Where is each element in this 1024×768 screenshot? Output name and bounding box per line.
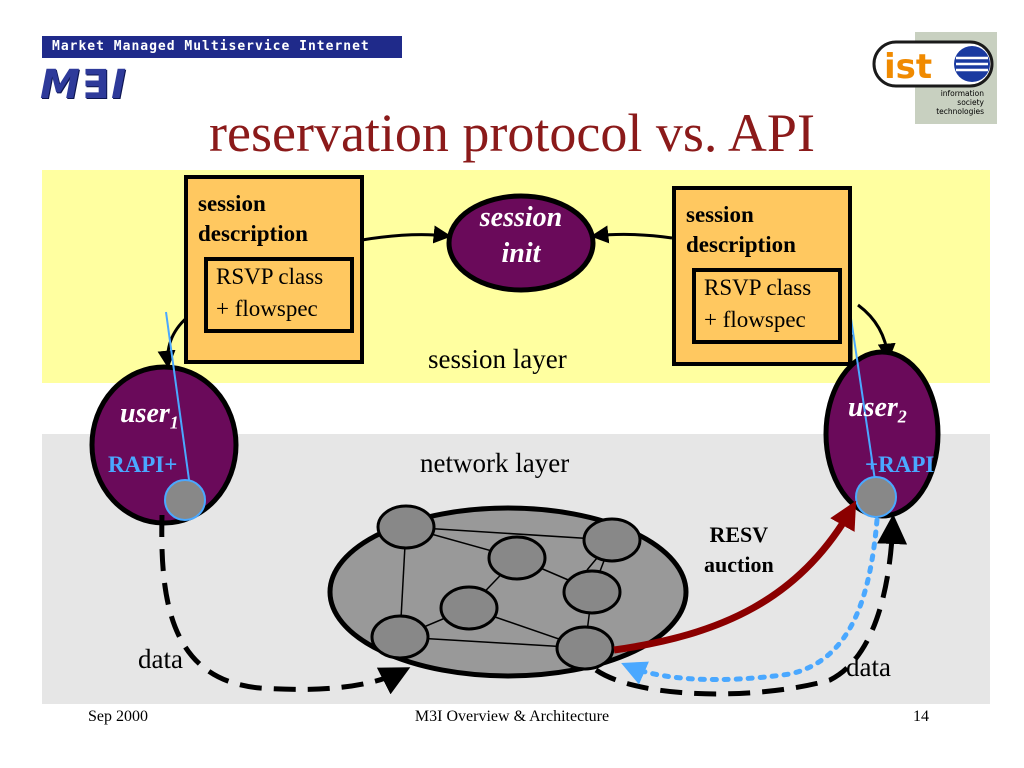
resv-auction-arrow	[613, 500, 857, 654]
doc-left-inner-line-2: + flowspec	[216, 296, 318, 321]
user1-name: user	[120, 398, 170, 429]
network-layer-label: network layer	[420, 448, 570, 478]
doc-left-title: session description	[198, 189, 308, 249]
globe-stripes	[956, 56, 988, 72]
user2-label: user2	[848, 392, 907, 428]
user1-sub: 1	[169, 412, 179, 433]
session-init-line-1: session	[479, 202, 563, 233]
data-label-left: data	[138, 644, 183, 674]
session-description-right: session description RSVP class + flowspe…	[672, 186, 852, 366]
data-label-right: data	[846, 652, 891, 682]
user2-name: user	[848, 392, 898, 423]
rapi-node-left	[164, 479, 206, 521]
session-init-line-2: init	[501, 238, 541, 269]
doc-left-inner-line-1: RSVP class	[216, 264, 324, 289]
m3i-banner: Market Managed Multiservice Internet	[42, 36, 402, 58]
session-description-left: session description RSVP class + flowspe…	[184, 175, 364, 364]
resv-label-line-2: auction	[704, 552, 774, 577]
doc-right-title-line-1: session	[686, 202, 754, 227]
rapi-line-left	[165, 311, 191, 488]
doc-left-title-line-2: description	[198, 221, 308, 246]
ist-logo: ist information society technologies	[872, 32, 997, 124]
session-init-label: session init	[449, 200, 593, 272]
ist-logo-text: ist	[884, 47, 932, 87]
m3i-logo: M∃I	[40, 62, 129, 108]
user1-label: user1	[120, 398, 179, 434]
resv-auction-label: RESV auction	[704, 520, 774, 580]
ist-caption-3: technologies	[936, 107, 984, 116]
ist-caption-2: society	[957, 98, 984, 107]
data-flow-right	[594, 514, 908, 697]
rapi-label-left: RAPI+	[108, 452, 178, 477]
doc-right-inner-line-2: + flowspec	[704, 307, 806, 332]
footer-page-number: 14	[913, 708, 929, 725]
user1-ellipse	[89, 364, 239, 526]
ist-caption-1: information	[941, 89, 985, 98]
session-layer-label: session layer	[428, 344, 567, 374]
doc-right-inner: RSVP class + flowspec	[692, 268, 842, 344]
arrow-left-doc-to-init	[361, 225, 452, 244]
doc-right-title-line-2: description	[686, 232, 796, 257]
rapi-label-right: +RAPI	[865, 452, 935, 477]
footer-date: Sep 2000	[88, 708, 148, 725]
data-flow-left	[159, 514, 411, 695]
rapi-line-right	[848, 304, 877, 488]
slide-title: reservation protocol vs. API	[209, 103, 815, 163]
network-nodes	[370, 504, 642, 671]
doc-left-inner: RSVP class + flowspec	[204, 257, 354, 333]
resv-label-line-1: RESV	[709, 522, 769, 547]
user2-sub: 2	[897, 406, 907, 427]
rsvp-path-flow	[621, 517, 880, 685]
doc-right-inner-line-1: RSVP class	[704, 275, 812, 300]
footer-center: M3I Overview & Architecture	[414, 708, 610, 725]
rapi-node-right	[855, 476, 897, 518]
doc-left-title-line-1: session	[198, 191, 266, 216]
session-init-ellipse	[446, 193, 596, 293]
doc-right-title: session description	[686, 200, 796, 260]
arrow-right-doc-to-init	[590, 225, 673, 244]
